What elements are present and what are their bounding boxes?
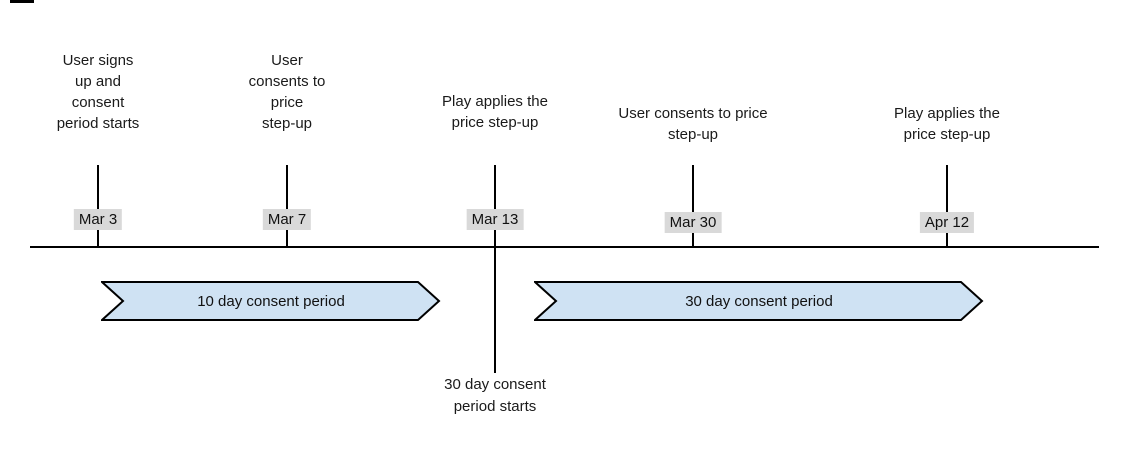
period-banner: 30 day consent period [534,281,984,321]
banner-arrow-shape [101,281,441,321]
event-date-badge: Mar 13 [466,209,524,230]
event-label: User signs up and consent period starts [56,52,140,132]
event-tick [286,165,288,247]
below-note: 30 day consent period starts [444,376,546,415]
event-date-badge: Mar 7 [262,209,312,230]
event-label: User consents to price step-up [248,52,326,132]
event-tick [494,165,496,247]
event-tick [97,165,99,247]
event-date-badge: Apr 12 [919,212,975,233]
event-tick [946,165,948,247]
banner-arrow-shape [534,281,984,321]
corner-line-artifact [10,0,34,3]
period-banner-label: 30 day consent period [685,292,833,310]
event-date-badge: Mar 30 [664,212,722,233]
event-label: User consents to price step-up [618,105,768,143]
event-label: Play applies the price step-up [442,93,548,131]
timeline-axis [30,246,1099,248]
period-banner: 10 day consent period [101,281,441,321]
event-date-badge: Mar 3 [73,209,123,230]
event-tick-extension [494,248,496,373]
period-banner-label: 10 day consent period [197,292,345,310]
event-label: Play applies the price step-up [894,105,1000,143]
event-tick [692,165,694,247]
